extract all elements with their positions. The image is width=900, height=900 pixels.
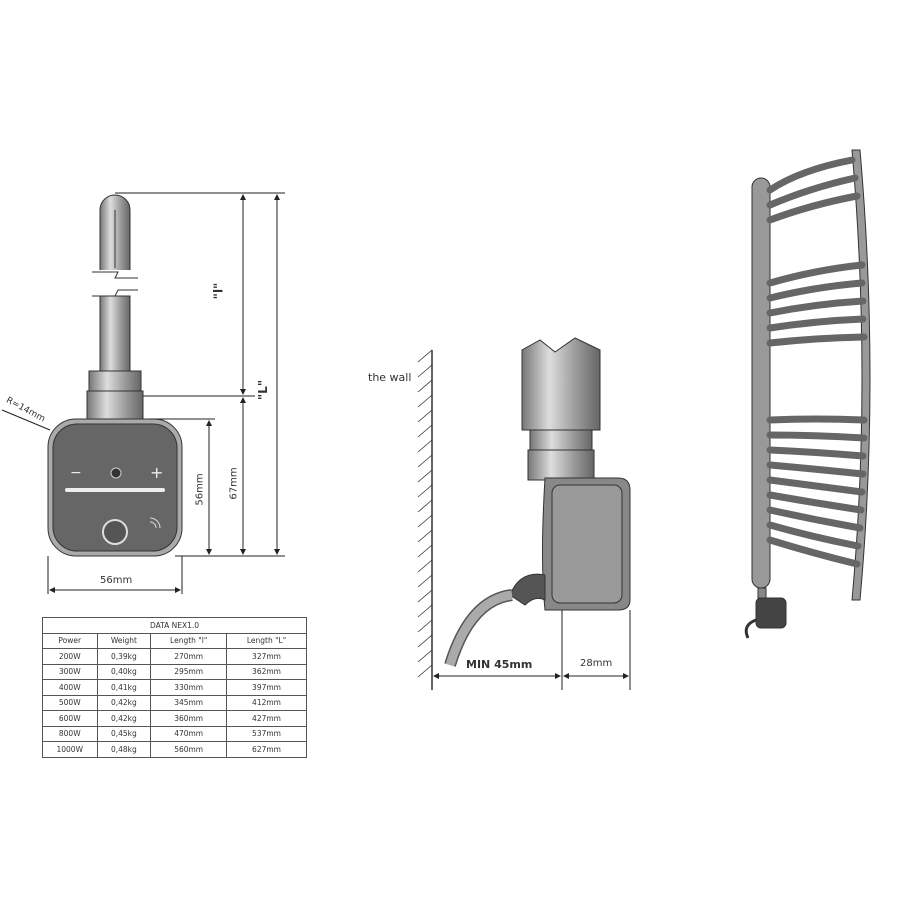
cell: 0,48kg <box>96 741 152 758</box>
cell: 345mm <box>150 694 228 711</box>
cell: 0,45kg <box>96 725 152 742</box>
heating-element-front: − + <box>47 194 183 557</box>
header-power: Power <box>42 632 98 649</box>
cell: 0,42kg <box>96 694 152 711</box>
heating-element-side <box>444 337 631 667</box>
cell: 1000W <box>42 741 98 758</box>
cell: 270mm <box>150 648 228 665</box>
cell: 360mm <box>150 710 228 727</box>
cell: 470mm <box>150 725 228 742</box>
cell: 330mm <box>150 679 228 696</box>
cell: 327mm <box>226 648 307 665</box>
cell: 600W <box>42 710 98 727</box>
cell: 300W <box>42 663 98 680</box>
body-height-label: 56mm <box>194 473 206 506</box>
plus-icon: + <box>150 463 163 482</box>
length-L-label: "L" <box>256 379 271 401</box>
cell: 400W <box>42 679 98 696</box>
cell: 627mm <box>226 741 307 758</box>
wall-label: the wall <box>368 371 412 384</box>
wall <box>417 349 433 690</box>
cell: 800W <box>42 725 98 742</box>
cell: 295mm <box>150 663 228 680</box>
cell: 0,41kg <box>96 679 152 696</box>
cell: 560mm <box>150 741 228 758</box>
cell: 412mm <box>226 694 307 711</box>
side-dimensions <box>433 610 631 690</box>
length-l-label: "l" <box>211 282 226 300</box>
minus-icon: − <box>70 465 82 481</box>
total-body-label: 67mm <box>228 467 240 500</box>
cell: 362mm <box>226 663 307 680</box>
power-icon <box>110 467 122 479</box>
towel-rail <box>744 149 871 639</box>
cell: 200W <box>42 648 98 665</box>
power-button <box>102 519 128 545</box>
cell: 0,40kg <box>96 663 152 680</box>
cell: 0,39kg <box>96 648 152 665</box>
cell: 0,42kg <box>96 710 152 727</box>
cell: 500W <box>42 694 98 711</box>
cell: 537mm <box>226 725 307 742</box>
towel-rail-heater <box>755 597 787 629</box>
depth-label: 28mm <box>580 658 613 669</box>
cell: 397mm <box>226 679 307 696</box>
header-length-l: Length "l" <box>150 632 228 649</box>
table-title: DATA NEX1.0 <box>42 617 307 634</box>
front-dimensions <box>1 192 285 594</box>
header-length-L: Length "L" <box>226 632 307 649</box>
wifi-icon <box>149 517 161 529</box>
table-header-row: Power Weight Length "l" Length "L" <box>42 632 307 649</box>
data-table: DATA NEX1.0 Power Weight Length "l" Leng… <box>42 617 307 758</box>
cell: 427mm <box>226 710 307 727</box>
min-distance-label: MIN 45mm <box>466 658 533 671</box>
width-label: 56mm <box>100 575 133 586</box>
header-weight: Weight <box>96 632 152 649</box>
level-bar <box>65 488 165 492</box>
